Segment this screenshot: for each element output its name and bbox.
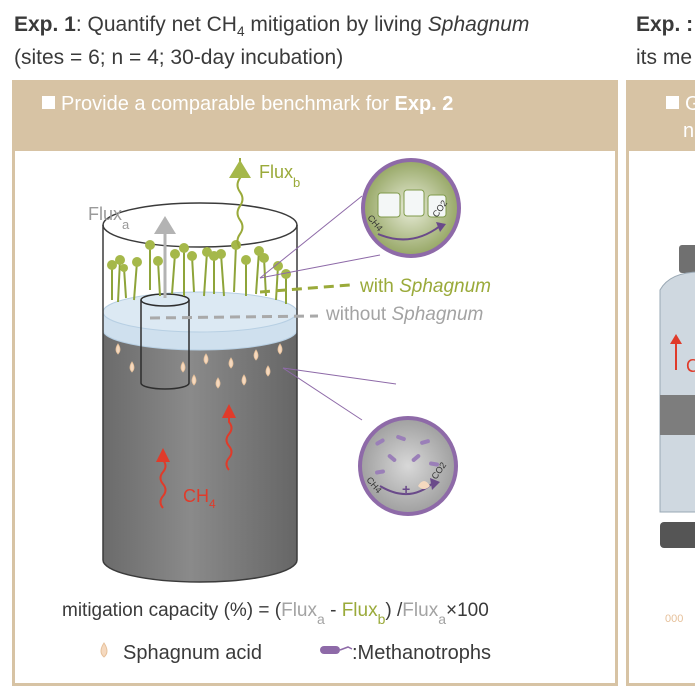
exp1-banner: Provide a comparable benchmark for Exp. … <box>42 93 453 116</box>
inset-connectors <box>259 195 397 421</box>
banner-bullet <box>42 96 55 109</box>
methanotroph-flagellum <box>339 646 353 651</box>
exp2-flux-partial: C <box>686 356 695 376</box>
flux-b-label: Fluxb <box>259 162 300 190</box>
inset-soil-methanotrophs: + CH4 CO2 <box>358 416 458 516</box>
methanotroph-legend-icon <box>320 646 340 654</box>
exp2-droplets-partial: 000 <box>665 613 683 625</box>
inner-collar <box>140 300 190 390</box>
exp1-banner-bold: Exp. 2 <box>394 93 454 115</box>
exp1-subtitle: (sites = 6; n = 4; 30-day incubation) <box>14 46 344 69</box>
flux-a-label: Fluxa <box>88 204 130 232</box>
moss-heads <box>107 240 291 279</box>
exp1-title-mid: mitigation by living <box>244 13 428 36</box>
with-sphagnum-label: with Sphagnum <box>359 276 491 297</box>
soil-column <box>103 330 297 582</box>
exp1-title-bold: Exp. 1 <box>14 13 76 36</box>
legend-droplet-icon <box>100 642 108 658</box>
mitigation-formula: mitigation capacity (%) = (Fluxa - Fluxb… <box>62 600 489 627</box>
legend-acid-label: Sphagnum acid <box>123 642 262 664</box>
flux-a-arrowhead <box>154 216 176 234</box>
inset-moss-cells: CH4 CO2 <box>361 158 461 258</box>
sphagnum-moss <box>111 244 287 304</box>
cylinder-bottom <box>102 559 298 583</box>
flux-b-arrowhead <box>229 160 251 178</box>
without-sphagnum-line <box>149 314 319 320</box>
ch4-label: CH4 <box>183 486 216 511</box>
inset2-plus: + <box>402 481 410 497</box>
incubation-core <box>102 158 298 583</box>
exp1-title-italic: Sphagnum <box>427 13 530 36</box>
with-sphagnum-line <box>259 283 351 294</box>
exp2-banner: G <box>666 93 695 116</box>
exp1-banner-text: Provide a comparable benchmark for <box>61 93 395 115</box>
ch4-arrows <box>159 414 233 509</box>
ch4-arrowhead-1 <box>156 448 170 462</box>
cylinder-top-rim <box>102 202 298 248</box>
exp2-title-partial: Exp. : <box>636 10 693 40</box>
exp2-banner-text: G <box>685 93 695 115</box>
exp2-title-bold: Exp. : <box>636 13 694 36</box>
exp1-title: Exp. 1: Quantify net CH4 mitigation by l… <box>14 10 529 47</box>
sphagnum-acid-droplets <box>115 343 283 389</box>
water-surface <box>102 291 298 333</box>
exp1-title-sub: 4 <box>236 24 245 40</box>
exp1-title-rest: : Quantify net CH <box>75 13 237 36</box>
exp2-bottle: C 000 <box>659 245 695 625</box>
legend-methanotrophs-label: :Methanotrophs <box>352 642 491 664</box>
without-sphagnum-label: without Sphagnum <box>325 304 483 325</box>
exp2-banner-line2: n <box>683 120 695 142</box>
ch4-arrowhead-2 <box>222 404 236 418</box>
banner-bullet-2 <box>666 96 679 109</box>
exp2-subtitle-partial: its me <box>636 46 693 69</box>
